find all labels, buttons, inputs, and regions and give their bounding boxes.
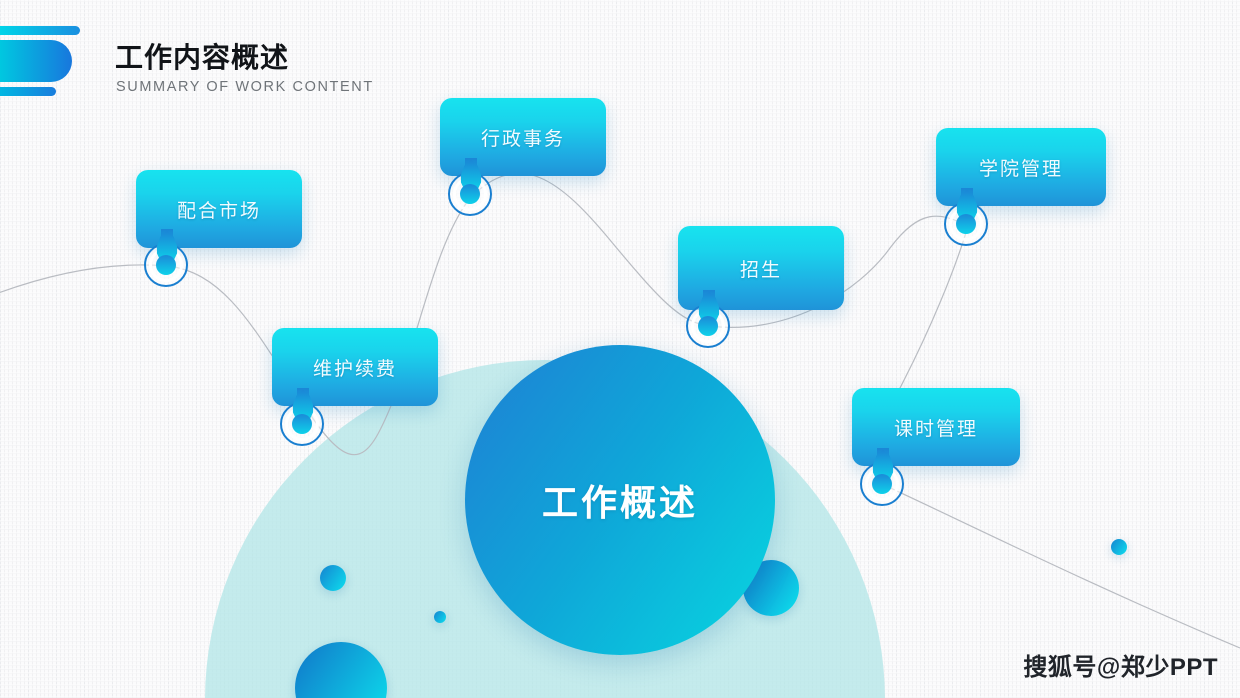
deco-dot-tiny-left [434, 611, 446, 623]
pin-core-dot [872, 474, 892, 494]
page-title: 工作内容概述 [115, 42, 290, 73]
node-label: 招生 [739, 259, 782, 281]
pin-core-dot [292, 414, 312, 434]
node-pin-marker[interactable] [944, 188, 990, 248]
header: 工作内容概述 SUMMARY OF WORK CONTENT [0, 0, 1240, 110]
node-pin-marker[interactable] [144, 229, 190, 289]
deco-circle-small [320, 565, 346, 591]
brand-logo-icon [0, 26, 92, 98]
pin-core-dot [956, 214, 976, 234]
central-hub-label: 工作概述 [541, 482, 698, 523]
watermark: 搜狐号@郑少PPT [1023, 654, 1218, 681]
logo-bar-top [0, 26, 80, 35]
pin-core-dot [460, 184, 480, 204]
node-pin-marker[interactable] [280, 388, 326, 448]
logo-bar-middle [0, 40, 72, 82]
central-hub[interactable]: 工作概述 [465, 345, 775, 655]
pin-core-dot [156, 255, 176, 275]
pin-core-dot [698, 316, 718, 336]
node-label: 行政事务 [480, 128, 565, 150]
node-label: 维护续费 [312, 358, 397, 380]
node-label: 配合市场 [176, 200, 261, 222]
deco-dot-tiny-right [1111, 539, 1127, 555]
page-subtitle: SUMMARY OF WORK CONTENT [116, 79, 374, 95]
node-pin-marker[interactable] [448, 158, 494, 218]
node-label: 课时管理 [893, 418, 978, 440]
node-pin-marker[interactable] [686, 290, 732, 350]
logo-bar-bottom [0, 87, 56, 96]
node-label: 学院管理 [978, 158, 1063, 180]
node-pin-marker[interactable] [860, 448, 906, 508]
